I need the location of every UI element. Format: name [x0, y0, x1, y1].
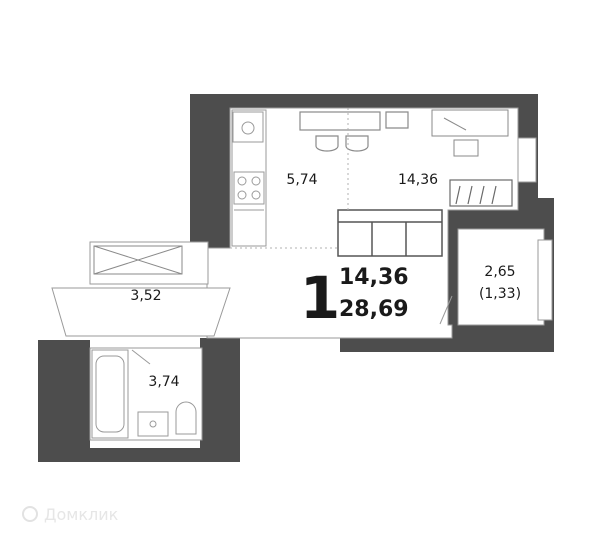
hall-area-label: 3,52: [130, 288, 161, 304]
loggia-window: [93, 245, 183, 275]
sink-icon: [232, 111, 264, 143]
shelf: [449, 179, 513, 207]
chair-icon: [385, 111, 409, 129]
balcony-right-floor: [457, 228, 545, 326]
bathtub-icon: [91, 349, 129, 439]
dining-set: [299, 111, 409, 152]
wall-right-lower: [200, 338, 240, 462]
watermark: Домклик: [22, 505, 119, 524]
desk-chair-icon: [453, 139, 479, 157]
door-arc: [131, 349, 151, 365]
window: [537, 239, 553, 321]
door-arc: [439, 295, 453, 325]
wall-left-lower: [38, 340, 240, 462]
windows: [517, 137, 553, 321]
sofa-icon: [337, 209, 443, 257]
window: [517, 137, 537, 183]
doors: [131, 295, 453, 365]
living-area-total: 14,36: [339, 265, 409, 290]
chair-icon: [315, 135, 339, 152]
floors: [51, 107, 545, 441]
watermark-logo-icon: [22, 506, 38, 522]
bathroom-fixtures: [91, 349, 197, 439]
desk-icon: [431, 109, 509, 137]
desk-set: [431, 109, 509, 157]
watermark-text: Домклик: [44, 505, 119, 524]
kitchen-furniture: [231, 109, 267, 247]
living-area-label: 14,36: [398, 172, 438, 188]
table-icon: [299, 111, 381, 131]
washbasin-icon: [137, 411, 169, 437]
chair-icon: [345, 135, 369, 152]
kitchen-area-label: 5,74: [286, 172, 317, 188]
balcony-reduced-area-label: (1,33): [479, 286, 521, 302]
zone-divider: [230, 108, 349, 249]
total-area: 28,69: [339, 297, 409, 322]
toilet-icon: [175, 401, 197, 435]
rooms-count: 1: [300, 264, 340, 332]
balcony-area-label: 2,65: [484, 264, 515, 280]
stove-icon: [233, 171, 265, 205]
counter: [231, 109, 267, 247]
bathroom-floor: [89, 347, 203, 441]
bathroom-area-label: 3,74: [148, 374, 179, 390]
